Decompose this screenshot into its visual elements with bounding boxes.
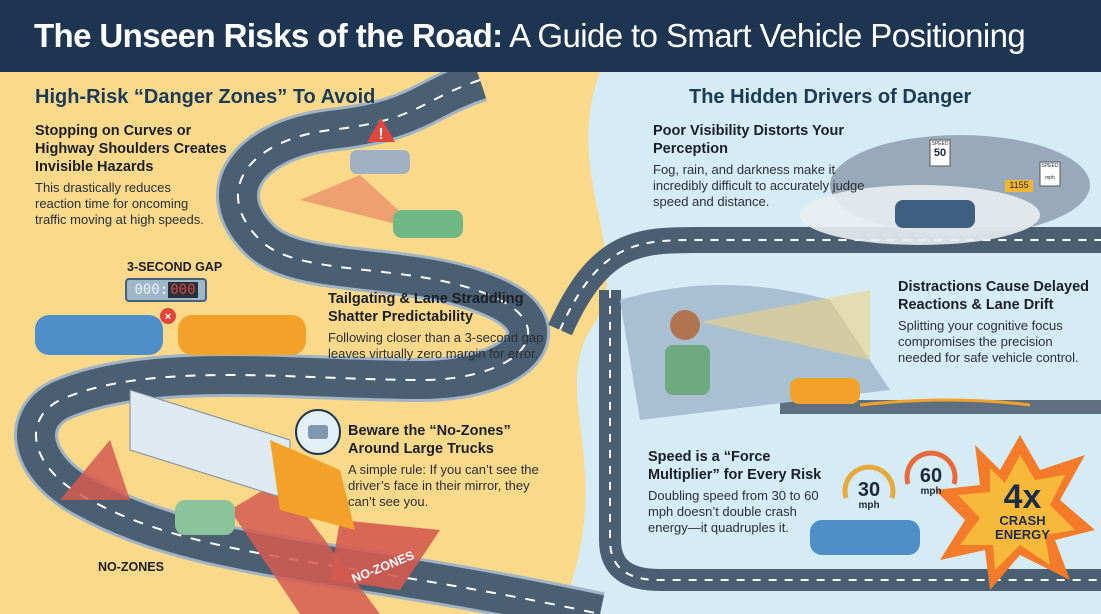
blue-car bbox=[35, 315, 163, 355]
gauge-60 bbox=[904, 450, 958, 485]
speed-sign-2 bbox=[1039, 161, 1061, 187]
speed-body: Doubling speed from 30 to 60 mph doesn’t… bbox=[648, 488, 819, 535]
crash-line2: ENERGY bbox=[995, 527, 1050, 542]
svg-text:!: ! bbox=[378, 126, 383, 143]
drift-arrow bbox=[859, 398, 1031, 407]
gauge-30-value: 30 bbox=[857, 479, 881, 501]
svg-text:×: × bbox=[165, 311, 171, 323]
right-section-title: The Hidden Drivers of Danger bbox=[689, 86, 972, 108]
distractions-title: Distractions Cause Delayed Reactions & L… bbox=[898, 279, 1089, 313]
driver bbox=[670, 310, 700, 340]
crash-energy: 4x CRASH ENERGY bbox=[975, 480, 1070, 542]
trucks-block: Beware the “No-Zones” Around Large Truck… bbox=[348, 422, 553, 510]
drifting-car bbox=[790, 378, 860, 404]
curves-body: This drastically reduces reaction time f… bbox=[35, 180, 204, 227]
gauge-30-unit: mph bbox=[858, 500, 880, 511]
trucks-body: A simple rule: If you can’t see the driv… bbox=[348, 462, 539, 509]
speeding-car bbox=[810, 520, 920, 555]
left-section-title: High-Risk “Danger Zones” To Avoid bbox=[35, 86, 376, 108]
crash-line1: CRASH bbox=[999, 513, 1046, 528]
trucks-title: Beware the “No-Zones” Around Large Truck… bbox=[348, 423, 511, 457]
road-lane-markings bbox=[35, 79, 601, 614]
curves-title: Stopping on Curves or Highway Shoulders … bbox=[35, 123, 227, 175]
sign-speed-word: SPEED bbox=[931, 141, 949, 147]
timer-left: 000 bbox=[134, 282, 160, 298]
sign-speed-value: 50 bbox=[933, 147, 947, 159]
tailgating-title: Tailgating & Lane Straddling Shatter Pre… bbox=[328, 291, 524, 325]
sign-speed-word2: SPEED bbox=[1041, 163, 1059, 169]
sign-unit2: mph bbox=[1045, 175, 1055, 181]
orange-car bbox=[178, 315, 306, 355]
tailgating-block: Tailgating & Lane Straddling Shatter Pre… bbox=[328, 290, 563, 362]
gap-timer: 000:000 bbox=[125, 278, 207, 302]
tailgating-body: Following closer than a 3-second gap lea… bbox=[328, 330, 544, 361]
green-car bbox=[393, 210, 463, 238]
warning-triangle-icon bbox=[367, 118, 395, 142]
header: The Unseen Risks of the Road: A Guide to… bbox=[0, 0, 1101, 72]
distractions-block: Distractions Cause Delayed Reactions & L… bbox=[898, 278, 1096, 366]
speed-sign-50 bbox=[929, 139, 951, 167]
gaze-cone bbox=[700, 290, 870, 360]
nozones-label: NO-ZONES bbox=[98, 560, 164, 574]
gauge-60-value: 60 bbox=[919, 465, 943, 487]
visibility-body: Fog, rain, and darkness make it incredib… bbox=[653, 162, 865, 209]
x-icon bbox=[160, 308, 176, 324]
visibility-title: Poor Visibility Distorts Your Perception bbox=[653, 123, 844, 157]
stopped-car bbox=[350, 150, 410, 174]
danger-cone bbox=[300, 175, 420, 230]
gap-label: 3-SECOND GAP bbox=[127, 260, 223, 274]
visibility-block: Poor Visibility Distorts Your Perception… bbox=[653, 122, 873, 210]
green-car-nozone bbox=[175, 500, 235, 535]
gauge-60-unit: mph bbox=[920, 486, 942, 497]
fog-car bbox=[895, 200, 975, 228]
crash-multiplier: 4x bbox=[1003, 478, 1042, 516]
no-zone-front bbox=[330, 520, 440, 590]
truck-cab bbox=[270, 440, 355, 530]
timer-right: 000 bbox=[168, 282, 198, 298]
speed-title: Speed is a “Force Multiplier” for Every … bbox=[648, 449, 822, 483]
distractions-body: Splitting your cognitive focus compromis… bbox=[898, 318, 1079, 365]
distance-sign bbox=[1005, 180, 1033, 192]
gauge-30 bbox=[842, 464, 896, 499]
curves-block: Stopping on Curves or Highway Shoulders … bbox=[35, 122, 250, 228]
sign-distance: 1155 bbox=[1009, 180, 1029, 190]
no-zone-rear bbox=[60, 440, 130, 500]
page-title: The Unseen Risks of the Road: A Guide to… bbox=[34, 17, 1026, 54]
speed-block: Speed is a “Force Multiplier” for Every … bbox=[648, 448, 840, 536]
